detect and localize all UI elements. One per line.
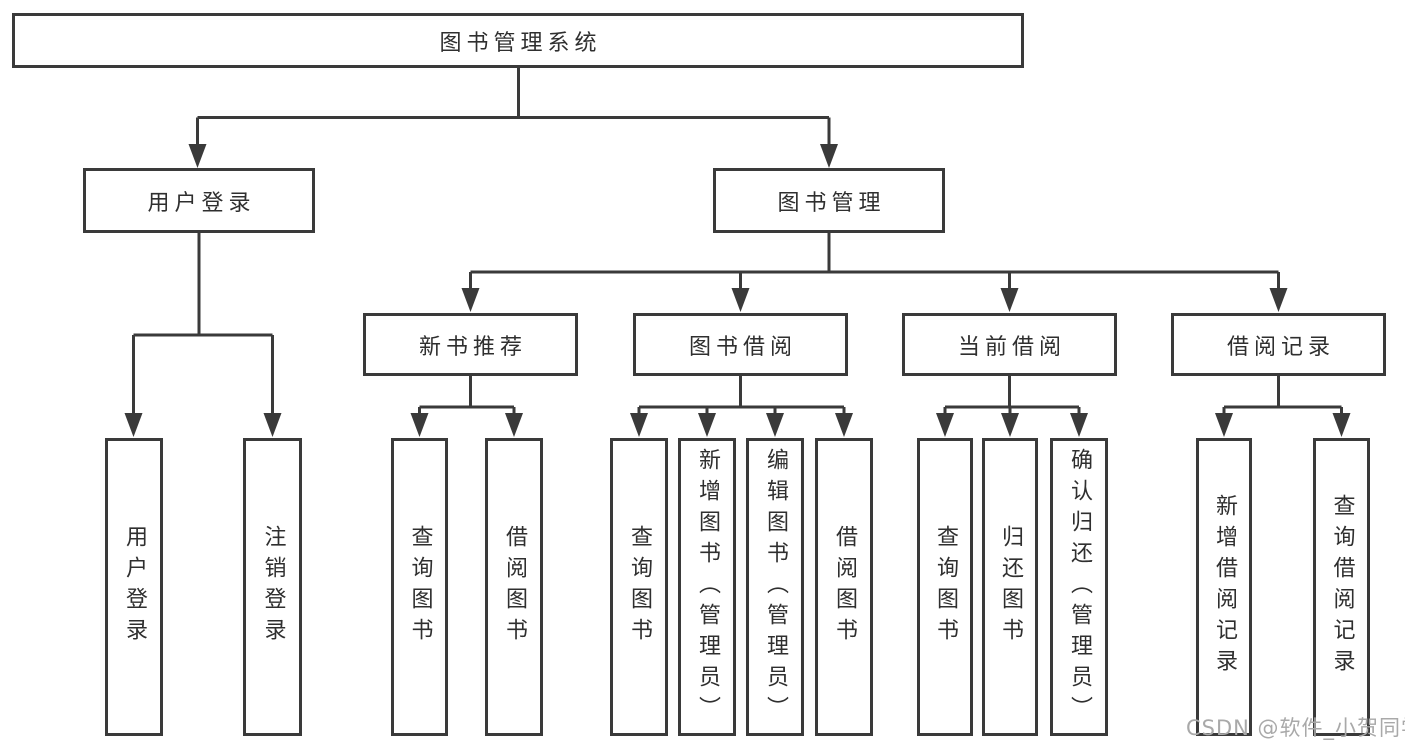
node-label: 归还图书 [998, 525, 1023, 649]
node-label: 图书管理 [777, 190, 886, 216]
node-book-borrowing: 图书借阅 [633, 313, 848, 376]
node-library-management-system: 图书管理系统 [12, 13, 1024, 68]
arrowheads [124, 144, 1351, 437]
leaf-edit-books-admin: 编辑图书（管理员） [746, 438, 804, 736]
leaf-query-books-recommend: 查询图书 [391, 438, 448, 736]
leaf-confirm-return-admin: 确认归还（管理员） [1050, 438, 1108, 736]
node-label: 用户登录 [147, 190, 256, 216]
node-label: 查询图书 [627, 525, 652, 649]
csdn-watermark: CSDN @软件_小贺同学 [1186, 716, 1405, 740]
node-label: 借阅图书 [502, 525, 527, 649]
node-label: 注销登录 [260, 525, 286, 649]
node-label: 当前借阅 [957, 334, 1066, 360]
node-label: 查询图书 [407, 525, 433, 649]
leaf-add-books-admin: 新增图书（管理员） [678, 438, 736, 736]
node-book-management: 图书管理 [713, 168, 945, 233]
edge-paths [132, 68, 1343, 433]
leaf-logout: 注销登录 [243, 438, 302, 736]
node-new-book-recommend: 新书推荐 [363, 313, 578, 376]
node-label: 查询图书 [933, 525, 958, 649]
leaf-borrow-books: 借阅图书 [815, 438, 873, 736]
leaf-query-books-current: 查询图书 [917, 438, 973, 736]
leaf-return-books: 归还图书 [982, 438, 1038, 736]
node-label: 查询借阅记录 [1329, 494, 1355, 680]
leaf-query-borrow-record: 查询借阅记录 [1313, 438, 1370, 736]
node-label: 图书管理系统 [439, 30, 602, 56]
leaf-user-login: 用户登录 [105, 438, 163, 736]
node-label: 新书推荐 [418, 334, 527, 360]
node-label: 借阅图书 [832, 525, 857, 649]
node-current-borrowing: 当前借阅 [902, 313, 1117, 376]
node-borrow-records: 借阅记录 [1171, 313, 1386, 376]
node-label: 借阅记录 [1226, 334, 1335, 360]
node-label: 新增图书（管理员） [695, 447, 720, 727]
leaf-add-borrow-record: 新增借阅记录 [1196, 438, 1252, 736]
leaf-query-books-borrow: 查询图书 [610, 438, 668, 736]
node-label: 编辑图书（管理员） [763, 447, 788, 727]
node-label: 用户登录 [122, 525, 147, 649]
node-label: 图书借阅 [688, 334, 797, 360]
node-label: 新增借阅记录 [1212, 494, 1237, 680]
leaf-borrow-books-recommend: 借阅图书 [485, 438, 543, 736]
node-label: 确认归还（管理员） [1067, 447, 1092, 727]
node-user-login: 用户登录 [83, 168, 315, 233]
